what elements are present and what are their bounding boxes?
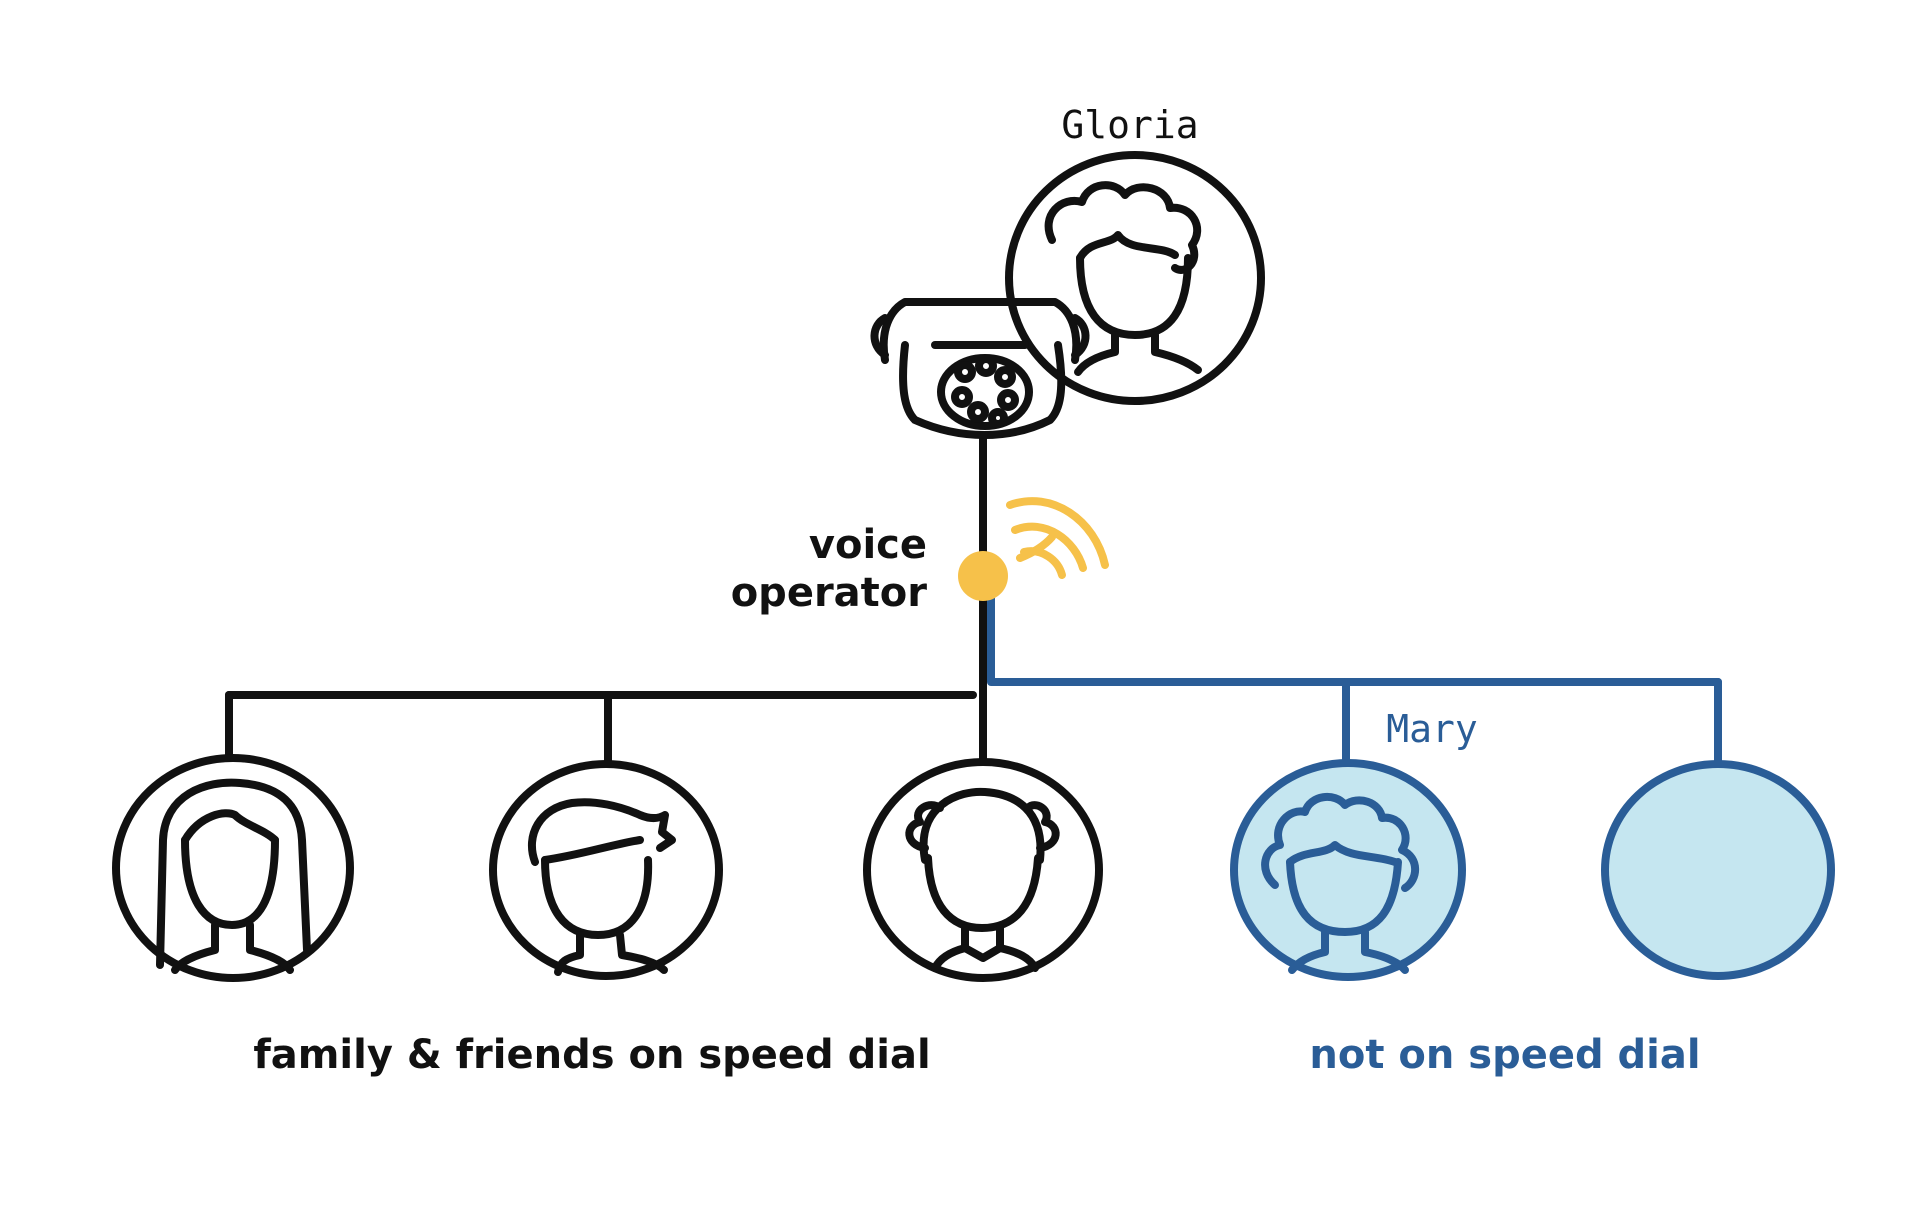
rotary-phone-icon <box>870 298 1090 439</box>
speed-dial-group-label: family & friends on speed dial <box>253 1032 930 1078</box>
person-elder-icon <box>905 787 1060 972</box>
contact-1 <box>112 754 354 982</box>
caller-avatar-circle <box>1005 151 1265 405</box>
caller-gloria: Gloria <box>1005 103 1265 405</box>
person-short-hair-icon <box>527 798 676 976</box>
non-speed-dial-bus <box>987 586 1722 686</box>
contact-3-circle <box>863 758 1103 982</box>
operator-node <box>958 551 1008 601</box>
contact-4-mary: Mary <box>1230 707 1478 981</box>
caller-name: Gloria <box>1061 103 1198 147</box>
empty-contact-icon <box>1601 760 1835 980</box>
not-speed-dial-group-label: not on speed dial <box>1309 1032 1700 1078</box>
voice-operator: voice operator <box>731 497 1109 616</box>
contact-1-circle <box>112 754 354 982</box>
signal-waves-icon <box>1006 497 1109 579</box>
operator-label-line2: operator <box>731 570 928 616</box>
person-long-hair-icon <box>156 778 311 974</box>
person-curly-hair-icon <box>1044 181 1202 376</box>
connection-lines <box>225 434 1722 774</box>
person-curly-hair-icon <box>1261 793 1420 974</box>
contact-2 <box>489 760 723 980</box>
contact-3 <box>863 758 1103 982</box>
contact-5 <box>1601 760 1835 980</box>
contact-mary-name: Mary <box>1386 707 1478 751</box>
contact-2-circle <box>489 760 723 980</box>
operator-label-line1: voice <box>809 522 927 568</box>
